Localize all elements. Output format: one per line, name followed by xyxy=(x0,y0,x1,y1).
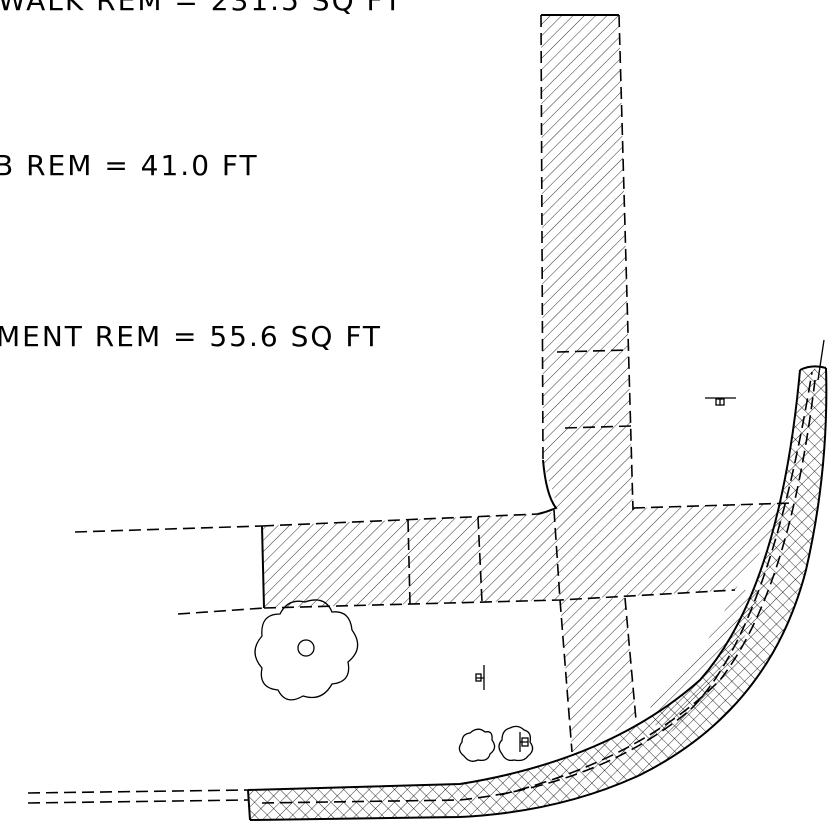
tree-symbol xyxy=(254,599,359,701)
pavement-removal-label: MENT REM = 55.6 SQ FT xyxy=(0,320,382,353)
curb-removal-label: B REM = 41.0 FT xyxy=(0,149,259,182)
curb-removal-area xyxy=(247,339,828,821)
sign-symbol-upper xyxy=(705,397,736,406)
horizontal-sidewalk-area xyxy=(74,502,794,615)
sign-symbol-lower xyxy=(519,732,529,752)
sign-symbol-middle xyxy=(475,665,485,690)
pavement-edge-lines xyxy=(27,789,249,804)
shrub-symbols xyxy=(458,725,534,762)
sidewalk-removal-label: WALK REM = 231.5 SQ FT xyxy=(0,0,403,17)
vertical-sidewalk-area xyxy=(537,14,634,515)
